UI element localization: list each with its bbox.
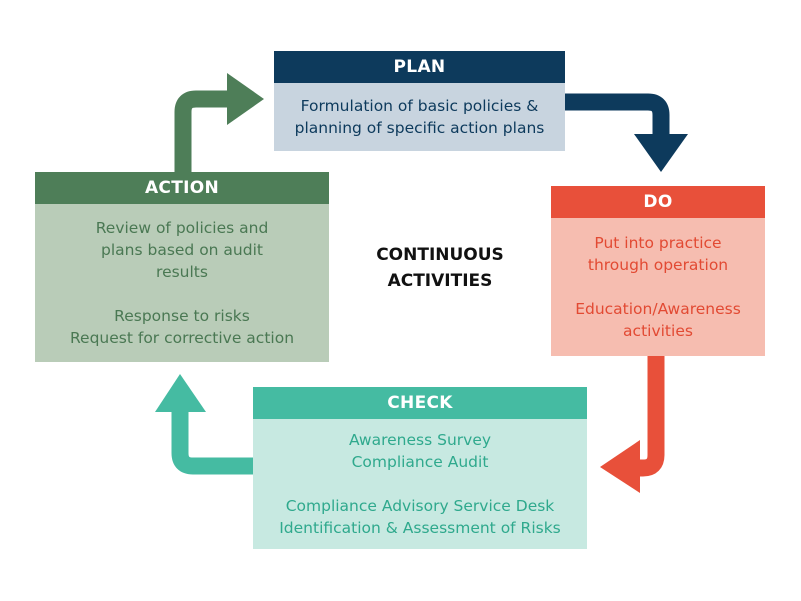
action-line: Review of policies and xyxy=(95,219,269,237)
do-to-check-arrow xyxy=(640,356,665,477)
action-title: ACTION xyxy=(35,172,329,204)
action-line: results xyxy=(156,263,208,281)
check-to-action-arrowhead xyxy=(155,374,206,412)
action-to-plan-arrow xyxy=(174,90,229,172)
plan-to-do-arrowhead xyxy=(634,134,688,172)
center-label-line: ACTIVITIES xyxy=(387,271,493,291)
do-line: Education/Awareness xyxy=(575,300,741,318)
do-line: through operation xyxy=(587,256,729,274)
do-title: DO xyxy=(551,186,765,218)
check-line: Awareness Survey xyxy=(348,431,492,449)
plan-to-do-arrow xyxy=(565,93,670,135)
do-line: Put into practice xyxy=(594,234,722,252)
check-description: Awareness Survey Compliance Audit Compli… xyxy=(253,419,587,549)
check-line: Identification & Assessment of Risks xyxy=(279,519,561,537)
action-description: Review of policies and plans based on au… xyxy=(35,204,329,362)
center-label-line: CONTINUOUS xyxy=(376,245,504,265)
do-description: Put into practice through operation Educ… xyxy=(551,218,765,356)
continuous-activities-label: CONTINUOUS ACTIVITIES xyxy=(355,242,525,294)
check-line: Compliance Advisory Service Desk xyxy=(285,497,555,515)
do-box: DO Put into practice through operation E… xyxy=(551,186,765,356)
plan-box: PLAN Formulation of basic policies & pla… xyxy=(274,51,565,151)
action-line: Request for corrective action xyxy=(69,329,295,347)
plan-title: PLAN xyxy=(274,51,565,83)
action-box: ACTION Review of policies and plans base… xyxy=(35,172,329,362)
action-to-plan-arrowhead xyxy=(227,73,264,125)
action-line: plans based on audit xyxy=(101,241,263,259)
plan-description: Formulation of basic policies & planning… xyxy=(274,83,565,151)
check-title: CHECK xyxy=(253,387,587,419)
plan-line: planning of specific action plans xyxy=(294,119,545,137)
do-line: activities xyxy=(623,322,693,340)
check-line: Compliance Audit xyxy=(351,453,489,471)
action-line: Response to risks xyxy=(114,307,250,325)
check-box: CHECK Awareness Survey Compliance Audit … xyxy=(253,387,587,549)
do-to-check-arrowhead xyxy=(600,440,640,493)
plan-line: Formulation of basic policies & xyxy=(300,97,539,115)
check-to-action-arrow xyxy=(171,410,253,475)
